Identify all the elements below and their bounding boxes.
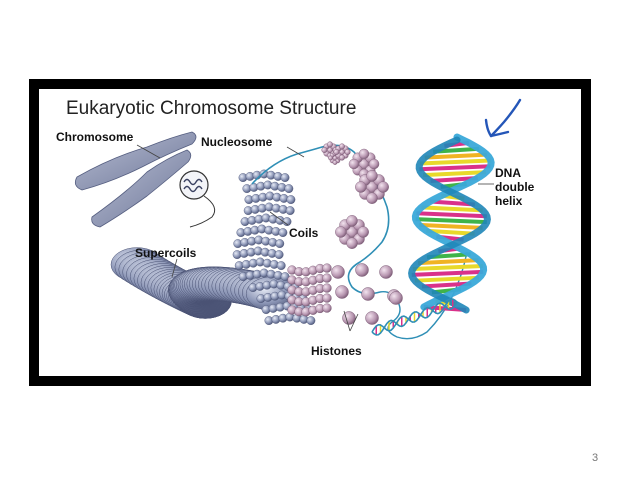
label-supercoils: Supercoils xyxy=(135,246,197,260)
label-dna-double-helix: DNA double helix xyxy=(495,166,534,208)
histone-beads xyxy=(331,263,403,325)
chromosome-shape xyxy=(74,131,197,228)
label-coils: Coils xyxy=(289,226,319,240)
slide-title: Eukaryotic Chromosome Structure xyxy=(66,98,357,119)
label-dna-line3: helix xyxy=(495,194,523,208)
label-dna-line1: DNA xyxy=(495,166,521,180)
annotation-arrow-icon xyxy=(484,98,522,138)
label-chromosome: Chromosome xyxy=(56,130,134,144)
supercoil-shape xyxy=(110,247,299,319)
label-histones: Histones xyxy=(311,344,362,358)
page-number: 3 xyxy=(592,452,599,464)
leader-lines xyxy=(136,144,494,332)
magnifier-circle xyxy=(179,170,216,228)
dna-helix xyxy=(408,133,495,314)
dna-small-strand xyxy=(371,298,458,336)
label-nucleosome: Nucleosome xyxy=(201,135,273,149)
diagram-illustration xyxy=(74,98,522,340)
chromosome-diagram xyxy=(42,92,578,373)
nucleosome-clusters xyxy=(321,141,389,249)
label-dna-line2: double xyxy=(495,180,535,194)
